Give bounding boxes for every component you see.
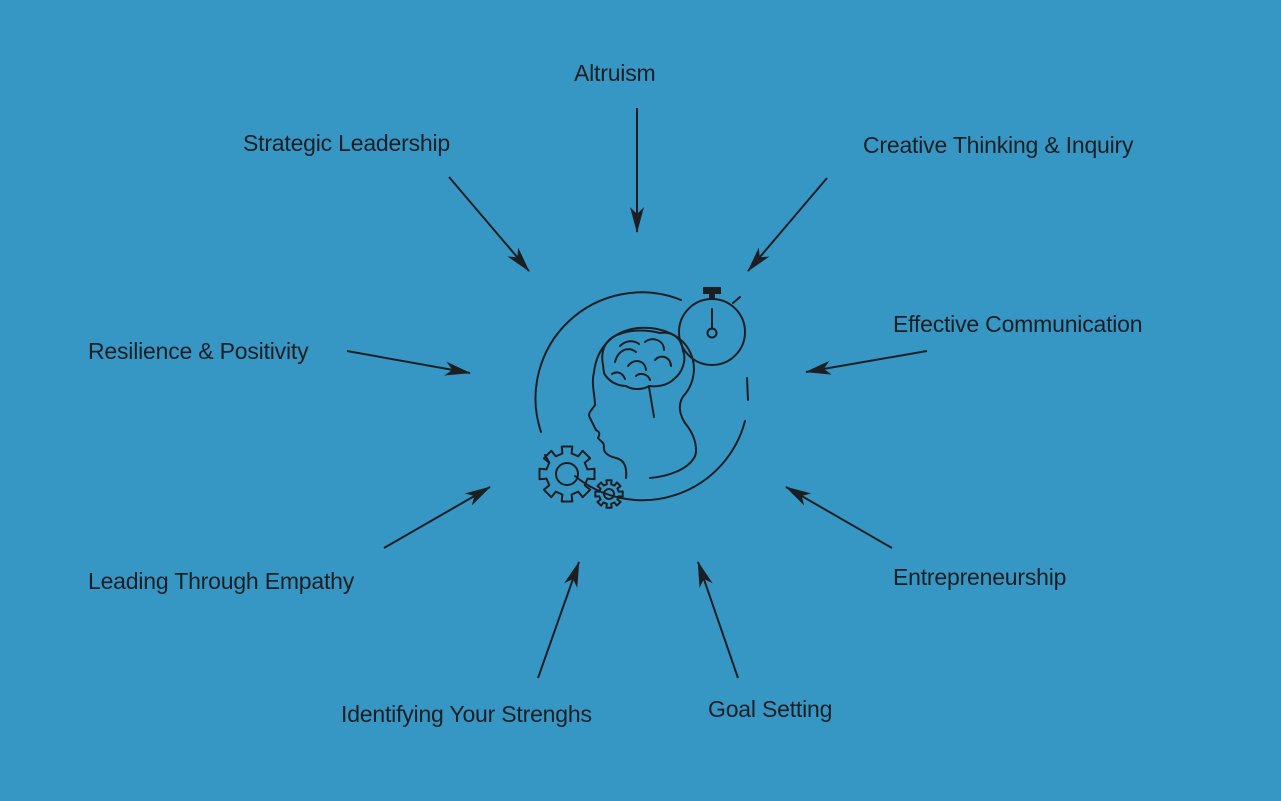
skill-label-effective-communication: Effective Communication [893, 311, 1143, 337]
skill-label-goal-setting: Goal Setting [708, 696, 833, 722]
brain-folds-icon [611, 338, 672, 381]
arrow-creative [747, 177, 828, 272]
outer-ring-icon-tick [746, 377, 749, 401]
arrow-strategic [448, 176, 530, 272]
stopwatch-crown-icon [703, 287, 721, 294]
brain-stem-icon [648, 386, 655, 418]
large-gear-icon [538, 445, 596, 503]
small-gear-hub-icon [603, 488, 615, 500]
skill-label-entrepreneurship: Entrepreneurship [893, 564, 1067, 590]
large-gear-hub-icon [555, 462, 579, 486]
skill-label-identifying-strengths: Identifying Your Strenghs [341, 701, 592, 727]
stopwatch-button-icon [732, 296, 741, 304]
stopwatch-pivot-icon [706, 327, 718, 339]
brain-icon [601, 329, 686, 390]
skill-label-creative-thinking: Creative Thinking & Inquiry [863, 132, 1134, 158]
arrow-communication [805, 350, 928, 375]
head-profile-icon [588, 326, 697, 479]
arrow-empathy [383, 486, 491, 549]
arrow-entrepreneurship [785, 486, 893, 549]
stopwatch-stem-icon [709, 292, 715, 299]
arrow-goal [697, 561, 739, 679]
skill-label-altruism: Altruism [574, 60, 656, 86]
skill-label-leading-through-empathy: Leading Through Empathy [88, 568, 355, 594]
skill-label-strategic-leadership: Strategic Leadership [243, 130, 450, 156]
small-gear-icon [594, 479, 624, 509]
brain-head-stopwatch-gears-icon [534, 287, 749, 509]
arrow-resilience [346, 350, 471, 376]
arrows [346, 108, 928, 679]
outer-ring-icon [534, 291, 682, 433]
skill-label-resilience: Resilience & Positivity [88, 338, 309, 364]
arrow-strengths [537, 561, 580, 679]
